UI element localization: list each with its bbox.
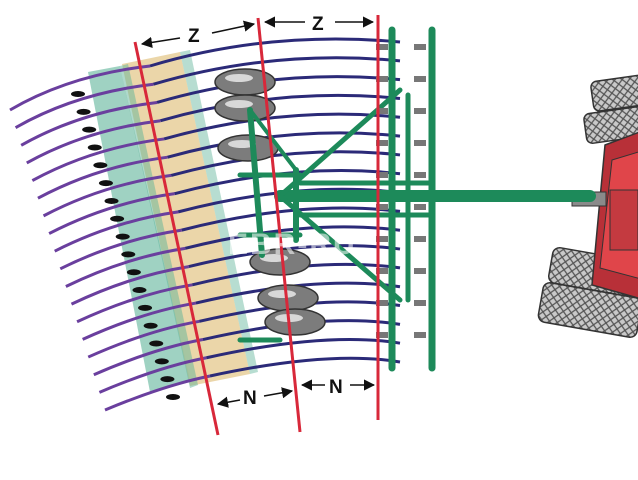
frame-bolt: [376, 44, 388, 50]
disc-roller: [214, 94, 276, 122]
tine-blade: [82, 126, 97, 133]
tine-blade: [93, 162, 108, 169]
tine-right: [170, 150, 401, 177]
tine-blade: [110, 215, 125, 222]
frame-bolt: [376, 332, 388, 338]
tine-right: [153, 56, 401, 86]
disc-roller: [264, 308, 326, 336]
tine-left: [87, 319, 200, 359]
tine-left: [104, 374, 211, 412]
tine-left: [20, 100, 158, 147]
n-label-left: N: [243, 388, 257, 409]
tine-right: [206, 337, 401, 360]
tine-blade: [132, 287, 147, 294]
tine-left: [70, 265, 190, 306]
tine-left: [26, 119, 161, 165]
tine-blade: [149, 340, 164, 347]
tine-left: [54, 210, 179, 253]
harrow-frame: [237, 26, 596, 372]
tine-right: [167, 131, 401, 159]
tine-left: [93, 338, 204, 377]
watermark: EBR-RU: [228, 228, 357, 261]
n-dimension-left: N: [216, 387, 294, 409]
reference-lines: [133, 15, 380, 436]
tine-left: [48, 192, 175, 235]
frame-bolt: [414, 172, 426, 178]
tine-right: [209, 356, 401, 378]
frame-bolt: [414, 108, 426, 114]
n-dimension-right: N: [300, 377, 376, 398]
tine-rows: [9, 37, 401, 412]
z-dimension-right: Z: [263, 14, 375, 35]
tine-blade: [104, 197, 119, 204]
tractor-body: [591, 131, 638, 299]
tine-blade: [160, 376, 175, 383]
disc-roller: [257, 284, 319, 312]
n-label-right: N: [329, 377, 343, 398]
frame-bolt: [376, 268, 388, 274]
frame-bolts: [376, 44, 426, 338]
frame-bolt: [376, 172, 388, 178]
tine-left: [37, 155, 168, 200]
tine-blade: [121, 251, 136, 258]
tine-right: [156, 75, 401, 104]
tine-left: [59, 228, 182, 271]
tine-blade: [143, 322, 158, 329]
z-label-left: Z: [188, 26, 200, 47]
tine-left: [76, 283, 193, 324]
frame-bolt: [414, 44, 426, 50]
frame-bolt: [376, 76, 388, 82]
tine-left: [42, 173, 172, 218]
frame-bolt: [414, 204, 426, 210]
frame-bolt: [376, 108, 388, 114]
tractor: [537, 73, 638, 339]
frame-bolt: [414, 76, 426, 82]
frame-bolt: [376, 204, 388, 210]
tine-blade: [87, 144, 102, 151]
reference-line-1: [133, 41, 220, 436]
disc-gangs: [214, 68, 326, 336]
frame-bolt: [376, 140, 388, 146]
tine-left: [98, 356, 207, 394]
frame-bolt: [414, 268, 426, 274]
tine-blade: [76, 108, 91, 115]
frame-bolt: [376, 236, 388, 242]
frame-bolt: [376, 300, 388, 306]
tine-blade: [166, 394, 180, 400]
frame-bolt: [414, 236, 426, 242]
tine-left: [31, 137, 165, 182]
tine-left: [14, 82, 154, 129]
tine-blade: [126, 269, 141, 276]
z-label-right: Z: [312, 14, 324, 35]
tractor-rear-track-top: [583, 73, 638, 145]
tine-blade: [154, 358, 169, 365]
tine-right: [149, 37, 401, 68]
tine-blade: [71, 91, 85, 97]
tine-blade: [98, 180, 113, 187]
z-dimension-left: Z: [140, 20, 256, 48]
tine-left: [82, 301, 197, 341]
disc-roller: [217, 134, 279, 162]
reference-line-2: [256, 17, 302, 433]
frame-bolt: [414, 140, 426, 146]
tine-left: [9, 64, 151, 112]
frame-bolt: [414, 300, 426, 306]
tine-left: [65, 246, 186, 288]
tine-blade: [115, 233, 130, 240]
tine-right: [160, 93, 401, 123]
tine-blade: [138, 304, 153, 311]
frame-bolt: [414, 332, 426, 338]
